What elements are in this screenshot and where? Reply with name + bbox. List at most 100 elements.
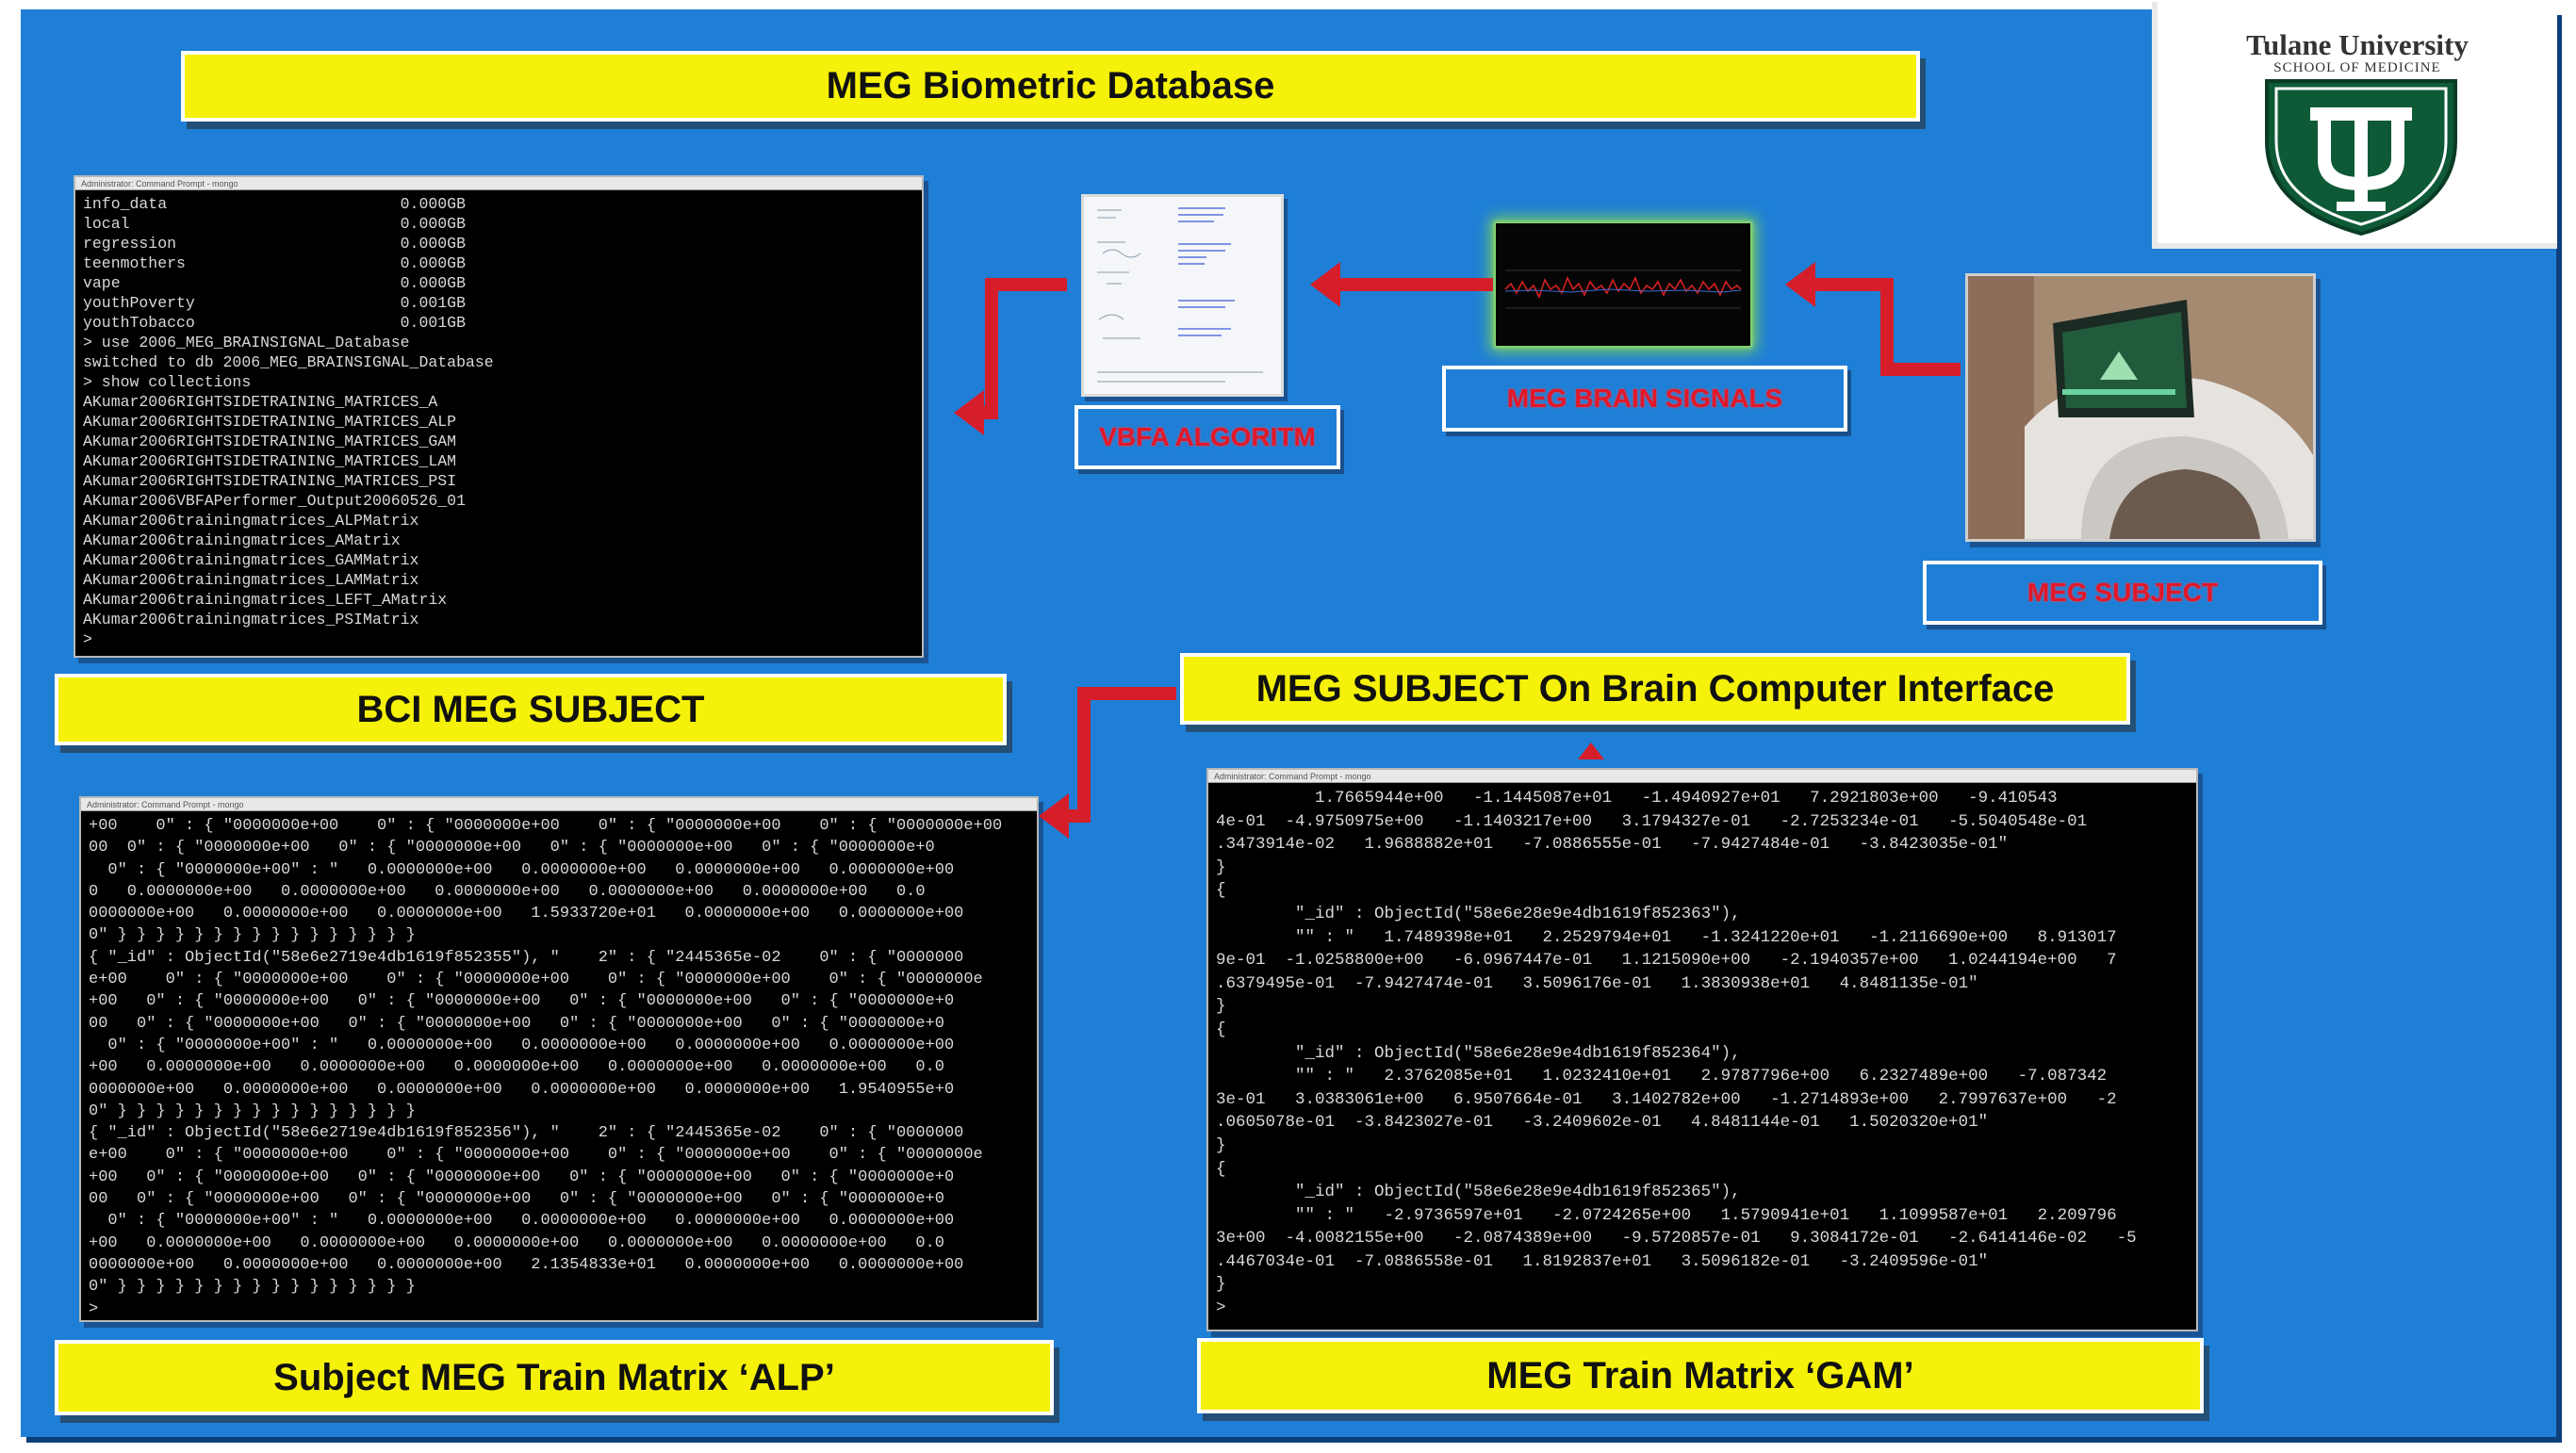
terminal-line: >: [1216, 1298, 1226, 1318]
terminal-line: +00 0" : { "0000000e+00 0" : { "0000000e…: [89, 1167, 955, 1186]
terminal-line: 0000000e+00 0.0000000e+00 0.0000000e+00 …: [89, 1255, 964, 1274]
bci-interface-banner: MEG SUBJECT On Brain Computer Interface: [1180, 653, 2130, 725]
terminal-line: e+00 0" : { "0000000e+00 0" : { "0000000…: [89, 971, 983, 989]
terminal-line: {: [1216, 1159, 1226, 1179]
bci-subject-text: BCI MEG SUBJECT: [356, 688, 705, 730]
flow-arrow-icon: [1039, 793, 1069, 839]
terminal-line: }: [1216, 997, 1226, 1017]
terminal-line: 3e-01 3.0383061e+00 6.9507664e-01 3.1402…: [1216, 1089, 2117, 1109]
terminal-line: 0000000e+00 0.0000000e+00 0.0000000e+00 …: [89, 1080, 955, 1099]
bci-subject-banner: BCI MEG SUBJECT: [55, 674, 1007, 745]
terminal-line: AKumar2006trainingmatrices_LAMMatrix: [83, 571, 419, 589]
terminal-line: }: [1216, 857, 1226, 877]
terminal-output: 1.7665944e+00 -1.1445087e+01 -1.4940927e…: [1208, 783, 2196, 1324]
flow-arrow-icon: [1804, 278, 1961, 376]
flow-arrow-icon: [954, 390, 984, 435]
terminal-line: AKumar2006RIGHTSIDETRAINING_MATRICES_GAM: [83, 433, 457, 450]
vbfa-text: VBFA ALGORITM: [1099, 422, 1316, 451]
terminal-line: >: [89, 1299, 99, 1318]
terminal-line: 0" : { "0000000e+00" : " 0.0000000e+00 0…: [89, 1212, 955, 1231]
terminal-line: 1.7665944e+00 -1.1445087e+01 -1.4940927e…: [1216, 789, 2058, 808]
flow-arrow-icon: [1310, 262, 1340, 307]
title-banner: MEG Biometric Database: [181, 51, 1920, 122]
slide-canvas: MEG Biometric Database Administrator: Co…: [21, 9, 2556, 1437]
bci-interface-text: MEG SUBJECT On Brain Computer Interface: [1255, 667, 2055, 710]
terminal-line: { "_id" : ObjectId("58e6e2719e4db1619f85…: [89, 1124, 964, 1143]
terminal-line: .4467034e-01 -7.0886558e-01 1.8192837e+0…: [1216, 1251, 1989, 1271]
alp-matrix-terminal[interactable]: Administrator: Command Prompt - mongo +0…: [79, 796, 1039, 1322]
terminal-line: teenmothers 0.000GB: [83, 254, 466, 272]
terminal-line: e+00 0" : { "0000000e+00 0" : { "0000000…: [89, 1146, 983, 1165]
terminal-line: 0" : { "0000000e+00" : " 0.0000000e+00 0…: [89, 860, 955, 879]
terminal-line: info_data 0.000GB: [83, 195, 466, 213]
terminal-line: 0" } } } } } } } } } } } } } } } }: [89, 926, 416, 945]
flow-arrow-icon: [1058, 687, 1176, 823]
terminal-line: +00 0" : { "0000000e+00 0" : { "0000000e…: [89, 817, 1003, 835]
flow-arrow-icon: [1785, 262, 1815, 307]
gam-matrix-banner: MEG Train Matrix ‘GAM’: [1197, 1338, 2204, 1413]
logo-university-name: Tulane University: [2246, 28, 2469, 61]
terminal-output: +00 0" : { "0000000e+00 0" : { "0000000e…: [81, 811, 1037, 1320]
terminal-line: +00 0.0000000e+00 0.0000000e+00 0.000000…: [89, 1058, 944, 1077]
terminal-line: AKumar2006RIGHTSIDETRAINING_MATRICES_ALP: [83, 413, 457, 431]
terminal-line: 0" : { "0000000e+00" : " 0.0000000e+00 0…: [89, 1036, 955, 1054]
terminal-line: 4e-01 -4.9750975e+00 -1.1403217e+00 3.17…: [1216, 811, 2088, 831]
terminal-line: regression 0.000GB: [83, 235, 466, 253]
terminal-line: AKumar2006trainingmatrices_PSIMatrix: [83, 611, 419, 629]
terminal-line: .3473914e-02 1.9688882e+01 -7.0886555e-0…: [1216, 835, 2009, 855]
terminal-line: AKumar2006trainingmatrices_LEFT_AMatrix: [83, 591, 448, 609]
terminal-line: "" : " 1.7489398e+01 2.2529794e+01 -1.32…: [1216, 927, 2117, 947]
terminal-line: AKumar2006RIGHTSIDETRAINING_MATRICES_A: [83, 393, 438, 411]
terminal-line: .0605078e-01 -3.8423027e-01 -3.2409602e-…: [1216, 1113, 1989, 1133]
terminal-line: "" : " -2.9736597e+01 -2.0724265e+00 1.5…: [1216, 1205, 2117, 1225]
terminal-line: 0" } } } } } } } } } } } } } } } }: [89, 1102, 416, 1120]
flow-arrow-icon: [973, 278, 1067, 419]
terminal-titlebar: Administrator: Command Prompt - mongo: [81, 798, 1037, 811]
terminal-line: 0" } } } } } } } } } } } } } } } }: [89, 1278, 416, 1297]
terminal-line: AKumar2006trainingmatrices_GAMMatrix: [83, 551, 419, 569]
gam-matrix-text: MEG Train Matrix ‘GAM’: [1486, 1354, 1914, 1396]
terminal-line: 0 0.0000000e+00 0.0000000e+00 0.0000000e…: [89, 882, 926, 901]
logo-school-name: SCHOOL OF MEDICINE: [2273, 60, 2441, 75]
terminal-line: {: [1216, 1020, 1226, 1039]
terminal-line: {: [1216, 881, 1226, 901]
terminal-line: "_id" : ObjectId("58e6e28e9e4db1619f8523…: [1216, 904, 1741, 923]
brain-signal-waveform-icon: [1496, 223, 1750, 346]
terminal-line: 0000000e+00 0.0000000e+00 0.0000000e+00 …: [89, 905, 964, 923]
terminal-line: >: [83, 630, 92, 648]
terminal-line: 00 0" : { "0000000e+00 0" : { "0000000e+…: [89, 839, 935, 857]
terminal-line: 9e-01 -1.0258800e+00 -6.0967447e-01 1.12…: [1216, 951, 2117, 971]
alp-matrix-text: Subject MEG Train Matrix ‘ALP’: [273, 1356, 835, 1398]
gam-matrix-terminal[interactable]: Administrator: Command Prompt - mongo 1.…: [1206, 768, 2198, 1331]
terminal-line: AKumar2006VBFAPerformer_Output20060526_0…: [83, 492, 466, 510]
title-text: MEG Biometric Database: [826, 65, 1275, 106]
terminal-line: youthPoverty 0.001GB: [83, 294, 466, 312]
document-thumbnail-icon: [1081, 194, 1284, 397]
terminal-line: AKumar2006trainingmatrices_AMatrix: [83, 531, 401, 549]
terminal-line: "_id" : ObjectId("58e6e28e9e4db1619f8523…: [1216, 1183, 1741, 1202]
terminal-line: > use 2006_MEG_BRAINSIGNAL_Database: [83, 334, 410, 351]
flow-arrows: [954, 262, 1961, 839]
meg-scanner-photo-icon: [1965, 273, 2316, 542]
flow-arrow-icon: [1578, 743, 1604, 759]
terminal-line: AKumar2006RIGHTSIDETRAINING_MATRICES_LAM: [83, 452, 457, 470]
terminal-line: { "_id" : ObjectId("58e6e2719e4db1619f85…: [89, 948, 964, 967]
terminal-line: "" : " 2.3762085e+01 1.0232410e+01 2.978…: [1216, 1067, 2108, 1086]
terminal-line: youthTobacco 0.001GB: [83, 314, 466, 332]
terminal-line: +00 0.0000000e+00 0.0000000e+00 0.000000…: [89, 1233, 944, 1252]
terminal-line: }: [1216, 1135, 1226, 1155]
vbfa-label: VBFA ALGORITM: [1075, 405, 1340, 469]
terminal-line: local 0.000GB: [83, 215, 466, 233]
terminal-line: 00 0" : { "0000000e+00 0" : { "0000000e+…: [89, 1190, 944, 1209]
tulane-shield-icon: [2265, 79, 2457, 237]
database-terminal[interactable]: Administrator: Command Prompt - mongo in…: [74, 175, 924, 658]
alp-matrix-banner: Subject MEG Train Matrix ‘ALP’: [55, 1340, 1054, 1415]
terminal-titlebar: Administrator: Command Prompt - mongo: [1208, 770, 2196, 783]
terminal-line: switched to db 2006_MEG_BRAINSIGNAL_Data…: [83, 353, 494, 371]
subject-text: MEG SUBJECT: [2026, 578, 2219, 607]
tulane-logo: Tulane University SCHOOL OF MEDICINE: [2152, 2, 2557, 249]
terminal-line: 00 0" : { "0000000e+00 0" : { "0000000e+…: [89, 1014, 944, 1033]
terminal-output: info_data 0.000GB local 0.000GB regression…: [75, 190, 922, 653]
terminal-line: AKumar2006RIGHTSIDETRAINING_MATRICES_PSI: [83, 472, 457, 490]
terminal-line: "_id" : ObjectId("58e6e28e9e4db1619f8523…: [1216, 1043, 1741, 1063]
